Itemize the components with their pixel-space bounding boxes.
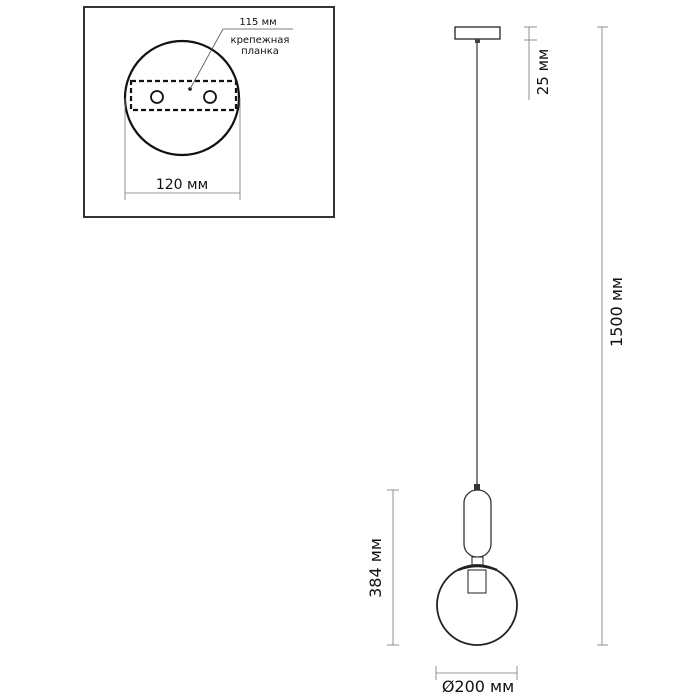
plate-width-label: 115 мм (239, 17, 276, 28)
mount-detail-panel: 115 мм крепежная планка 120 мм (83, 6, 335, 218)
canopy (454, 26, 501, 40)
canopy-diameter-label: 120 мм (156, 177, 208, 193)
pendant-lamp (436, 26, 518, 646)
plate-name-line2: планка (241, 46, 279, 57)
socket (467, 569, 487, 594)
plate-name-line1: крепежная (231, 35, 290, 46)
shade-height-label: 384 мм (366, 538, 385, 598)
screw-hole-left (150, 90, 164, 104)
glass-globe (436, 564, 518, 646)
canopy-height-label: 25 мм (534, 49, 552, 96)
decorative-pill (463, 489, 492, 558)
dimension-lines: 25 мм 1500 мм 384 мм Ø200 мм (366, 26, 626, 696)
total-height-label: 1500 мм (607, 277, 626, 347)
mounting-plate (129, 79, 238, 112)
screw-hole-right (203, 90, 217, 104)
shade-diameter-label: Ø200 мм (442, 677, 514, 696)
canopy-circle (123, 39, 241, 157)
